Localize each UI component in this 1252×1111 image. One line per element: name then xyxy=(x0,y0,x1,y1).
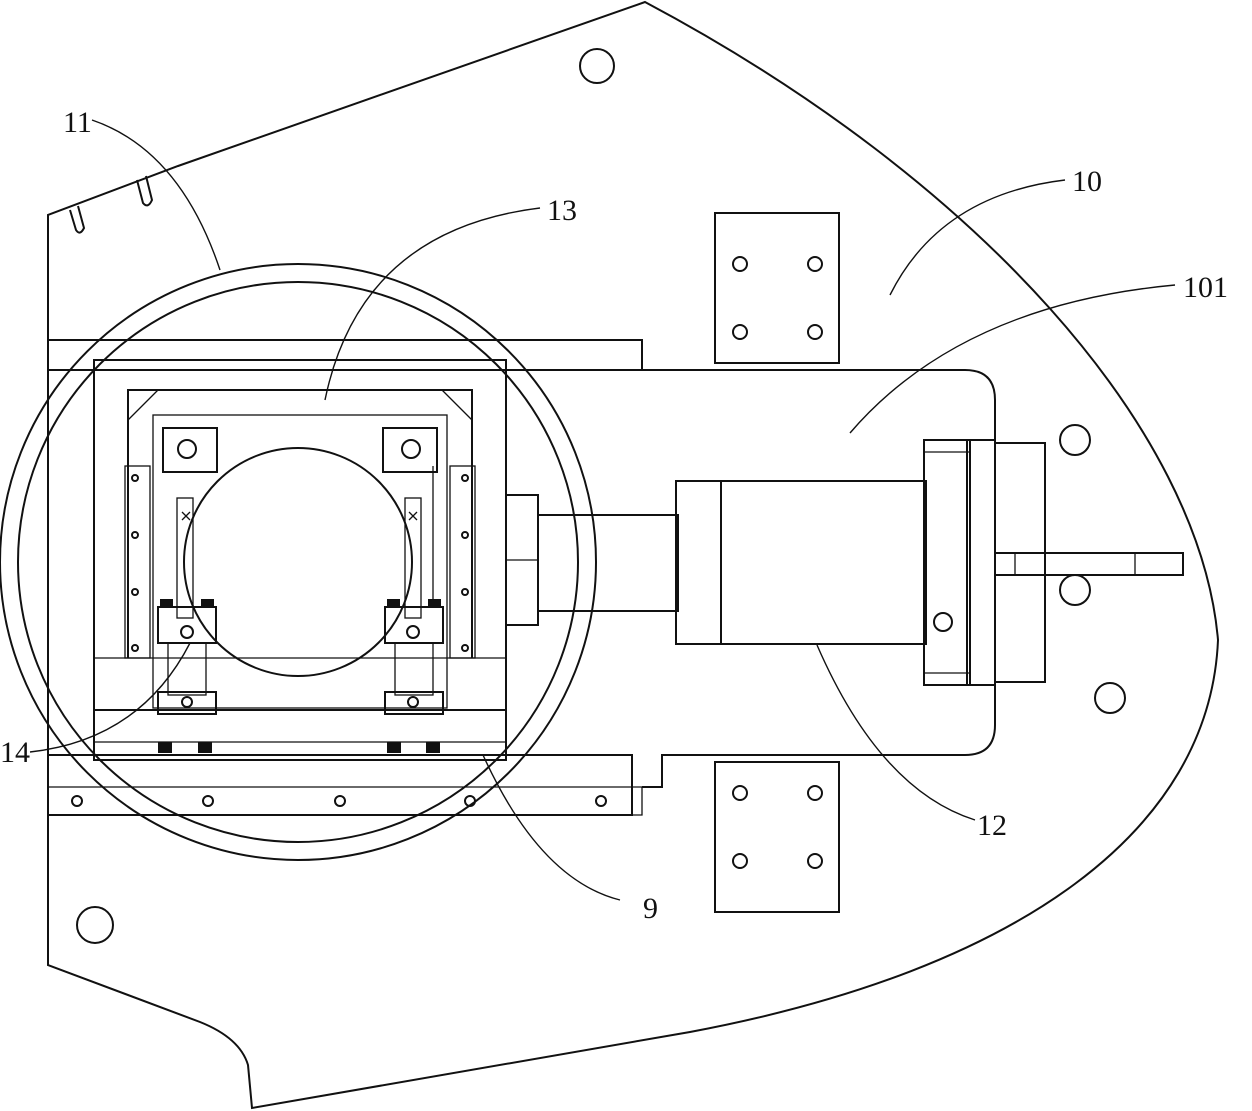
mounting-hole xyxy=(1059,424,1091,456)
label-9: 9 xyxy=(643,892,658,925)
bottom-rail xyxy=(47,754,643,816)
base-plate-outline xyxy=(47,0,1220,1110)
label-13: 13 xyxy=(547,194,577,227)
leader-101 xyxy=(849,284,1176,434)
leader-12 xyxy=(816,644,976,821)
mounting-hole xyxy=(1059,574,1091,606)
upper-bracket-plate xyxy=(714,212,840,364)
leader-10 xyxy=(889,179,1066,296)
label-11: 11 xyxy=(63,106,92,139)
leader-11 xyxy=(91,119,221,271)
workpiece-bore xyxy=(183,447,413,677)
clamp-assembly xyxy=(93,359,507,761)
motor xyxy=(505,439,1184,686)
label-101: 101 xyxy=(1183,271,1228,304)
pins xyxy=(69,175,154,234)
lower-bracket-plate xyxy=(714,761,840,913)
turntable-outer xyxy=(0,263,597,861)
label-12: 12 xyxy=(977,809,1007,842)
leader-13 xyxy=(324,207,541,401)
mounting-hole xyxy=(76,906,114,944)
label-14: 14 xyxy=(0,736,30,769)
mounting-hole xyxy=(579,48,615,84)
mounting-hole xyxy=(1094,682,1126,714)
label-10: 10 xyxy=(1072,165,1102,198)
turntable-inner xyxy=(17,281,579,843)
motor-mount-plate xyxy=(642,369,996,788)
leader-14 xyxy=(29,642,191,753)
top-rail xyxy=(48,339,643,371)
leader-9 xyxy=(482,754,621,901)
